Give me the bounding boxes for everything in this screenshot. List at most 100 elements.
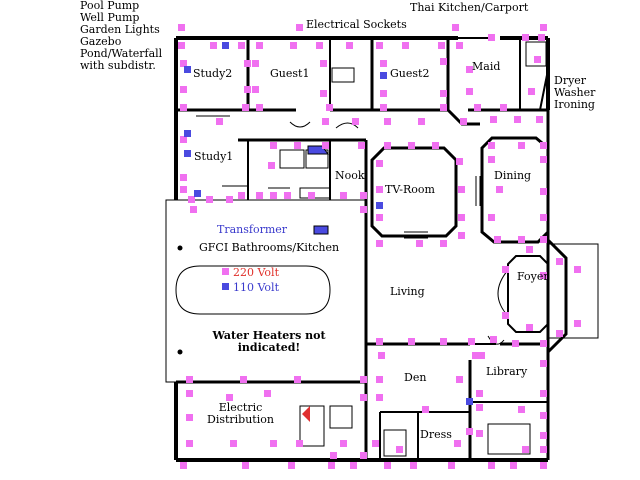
socket-220-icon: [358, 142, 365, 149]
socket-220-icon: [210, 42, 217, 49]
socket-220-icon: [540, 446, 547, 453]
socket-110-icon: [380, 72, 387, 79]
socket-220-icon: [556, 330, 563, 337]
socket-220-icon: [402, 42, 409, 49]
utility-list: Dryer Washer Ironing: [554, 75, 595, 111]
socket-220-icon: [440, 90, 447, 97]
room-tv-room: TV-Room: [385, 183, 435, 196]
pool-light-icon: [177, 349, 183, 355]
room-guest2: Guest2: [390, 67, 430, 80]
socket-220-icon: [376, 160, 383, 167]
transformer-icon: [313, 225, 329, 235]
socket-220-icon: [476, 430, 483, 437]
water-heaters-note: Water Heaters not indicated!: [200, 330, 338, 354]
socket-110-icon: [184, 66, 191, 73]
socket-220-icon: [574, 320, 581, 327]
socket-220-icon: [460, 118, 467, 125]
socket-220-icon: [478, 352, 485, 359]
socket-220-icon: [518, 142, 525, 149]
distribution-marker-icon: [302, 406, 310, 422]
socket-220-icon: [352, 118, 359, 125]
socket-220-icon: [466, 88, 473, 95]
socket-220-icon: [296, 440, 303, 447]
extra-item: Well Pump: [80, 11, 140, 24]
socket-220-icon: [540, 272, 547, 279]
socket-220-icon: [526, 324, 533, 331]
socket-220-icon: [284, 192, 291, 199]
socket-220-icon: [466, 428, 473, 435]
room-study1: Study1: [194, 150, 234, 163]
socket-220-icon: [186, 440, 193, 447]
socket-220-icon: [290, 42, 297, 49]
extra-item: Garden Lights: [80, 23, 160, 36]
socket-220-icon: [252, 60, 259, 67]
socket-220-icon: [440, 104, 447, 111]
socket-220-icon: [186, 376, 193, 383]
socket-220-icon: [180, 462, 187, 469]
socket-220-icon: [186, 390, 193, 397]
socket-220-icon: [252, 86, 259, 93]
socket-220-icon: [488, 156, 495, 163]
socket-220-icon: [540, 340, 547, 347]
socket-110-icon: [376, 202, 383, 209]
socket-220-icon: [518, 236, 525, 243]
socket-220-icon: [384, 118, 391, 125]
socket-220-icon: [536, 116, 543, 123]
socket-220-icon: [476, 390, 483, 397]
socket-220-icon: [180, 86, 187, 93]
socket-220-icon: [270, 142, 277, 149]
socket-220-icon: [456, 158, 463, 165]
thai-kitchen-label: Thai Kitchen/Carport: [410, 1, 529, 14]
socket-220-icon: [270, 192, 277, 199]
socket-220-icon: [556, 258, 563, 265]
socket-220-icon: [376, 338, 383, 345]
pool-light-icon: [177, 245, 183, 251]
socket-220-icon: [330, 452, 337, 459]
legend-220-label: 220 Volt: [233, 266, 279, 279]
socket-220-icon: [540, 236, 547, 243]
room-electric-distribution: Electric Distribution: [207, 402, 274, 426]
socket-220-icon: [458, 232, 465, 239]
socket-220-icon: [574, 266, 581, 273]
socket-220-icon: [540, 156, 547, 163]
extra-item: with subdistr.: [80, 59, 156, 72]
socket-220-icon: [256, 42, 263, 49]
socket-220-icon: [238, 42, 245, 49]
socket-220-icon: [308, 192, 315, 199]
utility-item: Dryer: [554, 74, 587, 87]
socket-220-icon: [440, 240, 447, 247]
socket-220-icon: [502, 312, 509, 319]
socket-220-icon: [408, 142, 415, 149]
socket-220-icon: [180, 104, 187, 111]
socket-220-icon: [206, 196, 213, 203]
walls: [165, 36, 599, 462]
electric-distribution-line: Distribution: [207, 413, 274, 426]
electric-distribution-line: Electric: [218, 401, 263, 414]
socket-110-icon: [184, 150, 191, 157]
socket-220-icon: [488, 214, 495, 221]
socket-220-icon: [190, 206, 197, 213]
socket-220-icon: [522, 446, 529, 453]
socket-220-icon: [410, 462, 417, 469]
socket-220-icon: [526, 246, 533, 253]
socket-220-icon: [522, 34, 529, 41]
socket-220-icon: [376, 214, 383, 221]
socket-220-icon: [440, 338, 447, 345]
socket-220-icon: [378, 352, 385, 359]
socket-220-icon: [376, 376, 383, 383]
socket-220-icon: [360, 376, 367, 383]
socket-220-icon: [268, 162, 275, 169]
sockets-layer: [178, 24, 581, 469]
room-guest1: Guest1: [270, 67, 310, 80]
legend-110-label: 110 Volt: [233, 281, 279, 294]
socket-220-icon: [316, 42, 323, 49]
socket-220-icon: [380, 90, 387, 97]
socket-220-icon: [322, 118, 329, 125]
extra-item: Pool Pump: [80, 0, 140, 12]
socket-220-icon: [380, 104, 387, 111]
socket-220-icon: [238, 192, 245, 199]
socket-220-icon: [540, 188, 547, 195]
socket-220-icon: [384, 462, 391, 469]
socket-220-icon: [328, 462, 335, 469]
socket-220-icon: [454, 440, 461, 447]
